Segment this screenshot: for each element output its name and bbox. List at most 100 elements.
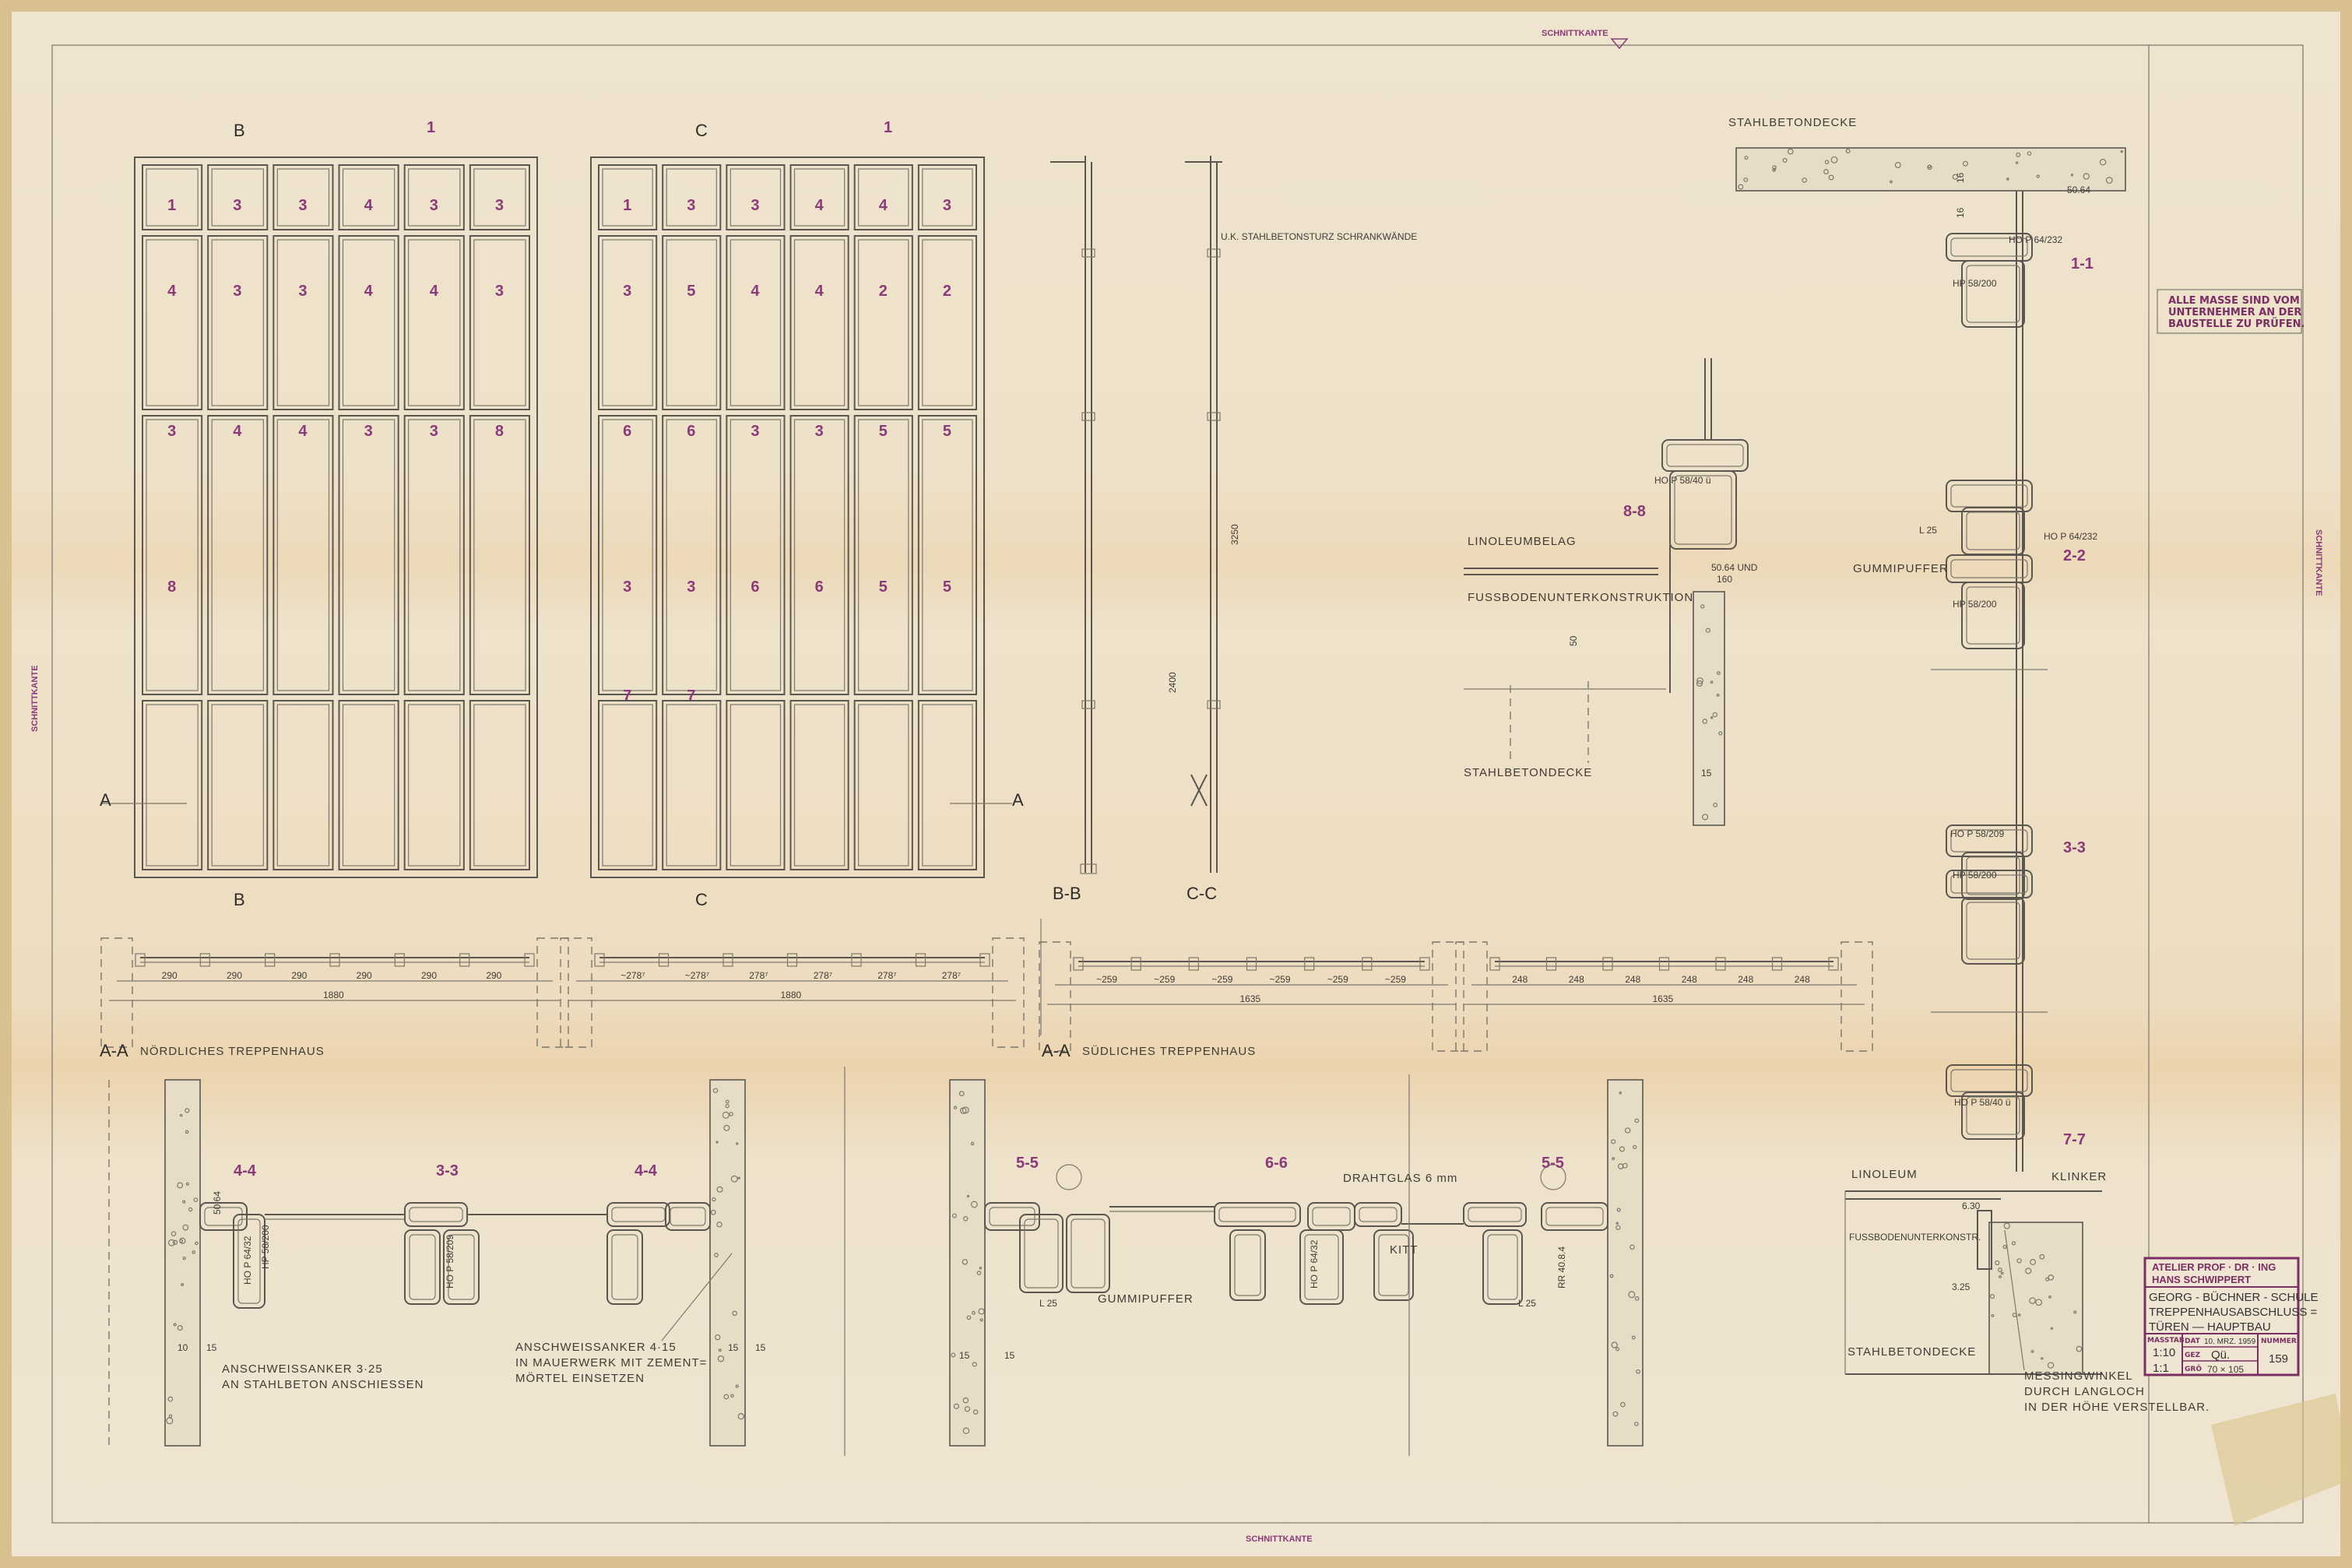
aggregate-dot <box>978 1308 985 1315</box>
detail-label-6-6: 6-6 <box>1265 1155 1288 1172</box>
glass-pane-inner <box>276 168 330 227</box>
steel-profile <box>606 1229 643 1305</box>
aggregate-dot <box>2015 161 2019 164</box>
aggregate-dot <box>732 1310 737 1317</box>
aggregate-dot <box>962 1106 969 1114</box>
aggregate-dot <box>962 1397 969 1404</box>
putty-note: KITT <box>1390 1243 1419 1257</box>
glass-pane-inner <box>858 704 909 867</box>
steel-profile <box>1961 260 2025 328</box>
glass-pane-inner <box>211 419 264 691</box>
aggregate-dot <box>2070 174 2074 177</box>
aggregate-dot <box>1631 1335 1636 1340</box>
lintel-note: U.K. STAHLBETONSTURZ SCHRANKWÄNDE <box>1221 231 1417 242</box>
glass-pane <box>338 164 399 230</box>
aggregate-dot <box>1634 1296 1640 1301</box>
mullion-section <box>1362 957 1373 971</box>
aggregate-dot <box>1991 1313 1995 1317</box>
aggregate-dot <box>1718 731 1723 736</box>
mullion-section <box>851 953 862 967</box>
glass-note: DRAHTGLAS 6 mm <box>1343 1172 1457 1185</box>
aggregate-dot <box>182 1200 186 1204</box>
steel-profile <box>1669 470 1737 550</box>
transom-node <box>1207 248 1221 258</box>
mullion-section <box>979 953 990 967</box>
number-label: NUMMER <box>2261 1338 2297 1345</box>
glass-pane-inner <box>666 239 717 406</box>
steel-profile <box>1299 1229 1344 1305</box>
steel-profile <box>443 1229 480 1305</box>
aggregate-dot <box>735 1384 739 1388</box>
elevation-frame <box>134 156 538 878</box>
steel-profile <box>1229 1229 1266 1301</box>
aggregate-dot <box>2029 1297 2036 1304</box>
slab-note: STAHLBETONDECKE <box>1464 766 1592 779</box>
glass-pane-inner <box>666 168 717 227</box>
note-line: ALLE MASSE SIND VOM <box>2168 295 2300 307</box>
mullion-section <box>594 953 605 967</box>
dim: 3.25 <box>1952 1281 1971 1292</box>
detail-label-8-8: 8-8 <box>1623 503 1646 520</box>
dimension-value: 248 <box>1738 974 1753 985</box>
angle-note: L 25 <box>1919 525 1937 536</box>
glass-pane <box>917 415 978 695</box>
glass-pane <box>662 700 722 870</box>
dimension-value: 248 <box>1569 974 1584 985</box>
aggregate-dot <box>1890 180 1893 184</box>
steel-profile <box>1946 480 2033 512</box>
section-mark: 5 <box>879 423 888 440</box>
aggregate-dot <box>730 1175 738 1183</box>
aggregate-dot <box>1828 174 1834 181</box>
glass-pane <box>917 164 978 230</box>
section-mark: 2 <box>879 283 888 300</box>
aggregate-dot <box>2099 159 2107 166</box>
aggregate-dot <box>1710 716 1714 719</box>
height-total: 3250 <box>1229 524 1240 545</box>
brass-angle <box>1977 1210 1992 1270</box>
glass-pane-inner <box>602 239 653 406</box>
section-mark: 8 <box>167 578 176 596</box>
linoleum-note: LINOLEUM <box>1851 1168 1918 1181</box>
glass-pane <box>272 700 334 870</box>
detail-label-2-2: 2-2 <box>2063 547 2086 564</box>
section-mark: 3 <box>815 423 824 440</box>
sill <box>1080 863 1097 874</box>
aggregate-dot <box>718 1348 722 1352</box>
aggregate-dot <box>177 1182 184 1189</box>
aggregate-dot <box>2048 1274 2055 1281</box>
glass-pane <box>469 235 530 410</box>
steel-profile <box>1961 1092 2025 1140</box>
glass-pane-inner <box>793 239 846 406</box>
aggregate-dot <box>710 1209 716 1215</box>
angle-note: L 25 <box>1518 1298 1536 1309</box>
wall-opening <box>100 937 133 1048</box>
aggregate-dot <box>972 1362 977 1367</box>
steel-profile-inner <box>1487 1234 1518 1300</box>
aggregate-dot <box>2048 1295 2051 1299</box>
aggregate-dot <box>188 1207 193 1212</box>
steel-profile <box>1463 1202 1527 1227</box>
steel-profile-inner <box>1304 1234 1339 1300</box>
aggregate-dot <box>1713 803 1718 807</box>
aggregate-dot <box>173 1323 177 1327</box>
dimension-value: 278⁷ <box>749 970 768 981</box>
steel-profile-inner <box>1218 1207 1296 1222</box>
glass-pane <box>662 164 722 230</box>
profile-label: HO P 64/32 <box>242 1236 253 1285</box>
glass-pane-inner <box>146 168 199 227</box>
dim: 15 <box>728 1342 739 1353</box>
project-name: GEORG - BÜCHNER - SCHULE <box>2149 1290 2319 1304</box>
glass-pane-inner <box>342 419 396 691</box>
mullion-section <box>1419 957 1430 971</box>
aggregate-dot <box>715 1141 719 1144</box>
aggregate-dot <box>1615 1347 1620 1352</box>
glass-pane-inner <box>730 704 782 867</box>
glass-pane <box>142 235 203 410</box>
transom-node <box>1207 412 1221 421</box>
drawn-label: GEZ <box>2185 1352 2201 1359</box>
glass-pane-inner <box>276 239 330 406</box>
section-mark: 3 <box>233 283 241 300</box>
mullion-section <box>329 953 340 967</box>
steel-profile <box>1482 1229 1523 1305</box>
dim: 50 <box>1568 635 1579 646</box>
